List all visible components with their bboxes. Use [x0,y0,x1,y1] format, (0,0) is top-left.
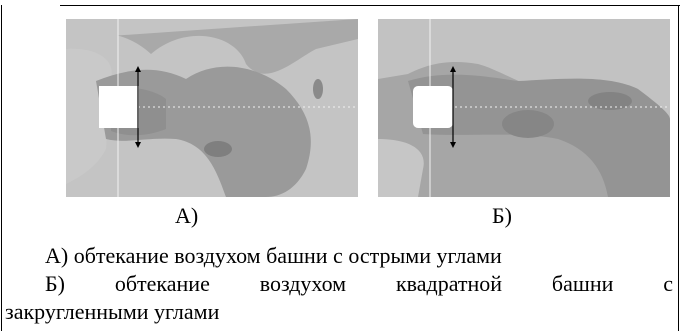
flow-figure-sharp-corners [66,19,358,197]
caption-line-b-continued: закругленными углами [5,299,220,324]
vortex-spot [204,141,232,157]
flow-region-light [378,19,670,197]
tower-block-sharp [99,86,139,128]
page-frame [1,5,679,331]
top-rule [60,5,680,6]
caption-word: Б) [45,271,65,296]
arrow-up-icon [135,66,141,72]
arrow-down-icon [450,142,456,148]
figure-label-a: А) [175,203,199,228]
flow-figure-rounded-corners [378,19,670,197]
vortex-spot-right [588,92,632,110]
tower-block-rounded [413,86,453,128]
caption-word: с [663,271,673,296]
arrow-up-icon [450,66,456,72]
caption-line-a: А) обтекание воздухом башни с острыми уг… [45,243,502,268]
vortex-spot [502,110,554,138]
caption-line-b: Б) обтекание воздухом квадратной башни с [45,271,673,297]
caption-word: квадратной [395,271,503,296]
caption-word: обтекание [114,271,210,296]
caption-word: воздухом [259,271,347,296]
caption-word: башни [551,271,614,296]
figure-label-b: Б) [492,203,512,228]
vortex-spot-small [313,79,323,99]
arrow-down-icon [135,142,141,148]
flow-region-light-left [378,139,424,197]
